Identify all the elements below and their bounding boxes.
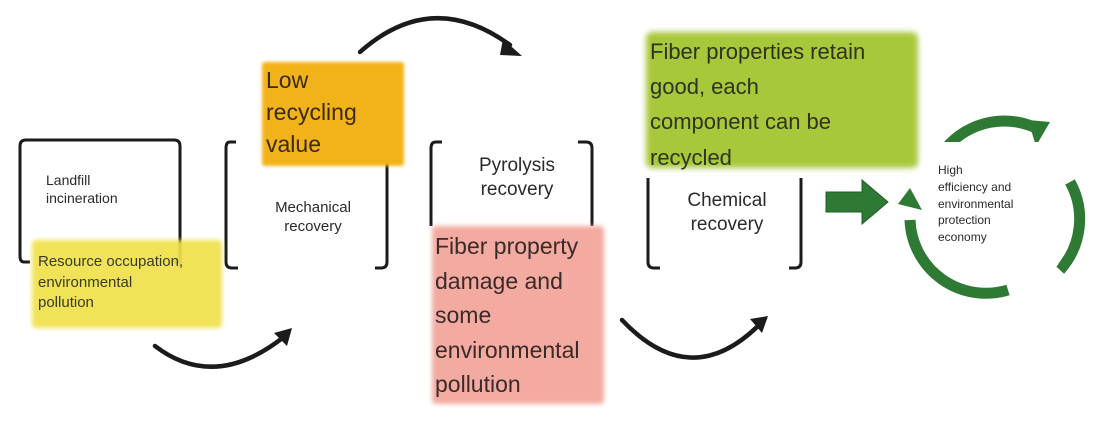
chemical-frame-right (789, 178, 803, 270)
note-pyrolysis: Fiber property damage and some environme… (435, 233, 580, 397)
stage-mechanical: Mechanical recovery (275, 199, 351, 235)
arrow-pyrolysis-to-chemical-head (750, 316, 768, 333)
chemical-frame-left (646, 178, 660, 270)
arrow-mechanical-to-pyrolysis (357, 16, 513, 55)
arrow-landfill-to-mechanical-head (274, 328, 292, 346)
goal-backdrop (932, 142, 1060, 270)
pyrolysis-frame-left (429, 140, 442, 226)
landfill-frame (18, 138, 182, 264)
stage-pyrolysis: Pyrolysis recovery (478, 155, 555, 200)
arrow-mechanical-to-pyrolysis-head (500, 39, 522, 56)
note-chemical-box (646, 32, 918, 168)
stage-goal: High efficiency and environmental protec… (938, 163, 1014, 245)
pyrolysis-frame-right (578, 140, 594, 226)
stage-chemical: Chemical recovery (687, 190, 767, 235)
note-landfill-box (32, 240, 222, 328)
arrow-landfill-to-mechanical (152, 333, 288, 369)
recycle-ring-arrowhead-top (1028, 120, 1050, 146)
note-chemical: Fiber properties retain good, each compo… (650, 39, 866, 170)
note-pyrolysis-box (432, 226, 604, 404)
arrow-pyrolysis-to-chemical (619, 317, 761, 360)
stage-landfill: Landfill incineration (46, 172, 118, 206)
recycle-ring-icon (904, 115, 1086, 299)
recycle-ring-arrowhead-left (898, 188, 922, 210)
note-landfill: Resource occupation, environmental pollu… (38, 253, 184, 312)
mechanical-frame-left (224, 140, 238, 270)
note-mechanical-box (262, 62, 404, 166)
green-arrow-to-goal (825, 178, 889, 226)
note-mechanical: Low recycling value (266, 67, 357, 158)
